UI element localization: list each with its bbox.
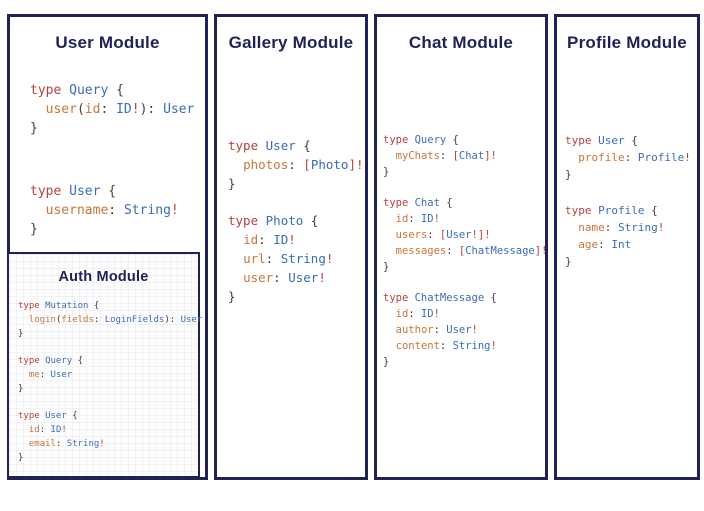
code-line: } bbox=[18, 453, 24, 463]
profile-module-title: Profile Module bbox=[567, 33, 687, 52]
code-line: age: Int bbox=[578, 238, 632, 251]
code-line: login(fields: LoginFields): User bbox=[28, 315, 203, 325]
code-line: content: String! bbox=[395, 340, 497, 352]
code-line: type Query { bbox=[383, 134, 459, 146]
code-line: id: ID! bbox=[395, 308, 440, 320]
code-line: id: ID! bbox=[243, 232, 296, 247]
code-line: } bbox=[565, 168, 572, 181]
auth-module-code: type Mutation { login(fields: LoginField… bbox=[18, 299, 202, 465]
auth-module-panel: Auth Module type Mutation { login(fields… bbox=[7, 252, 202, 478]
code-line: } bbox=[228, 176, 236, 191]
code-line: url: String! bbox=[243, 251, 334, 266]
auth-module-title: Auth Module bbox=[58, 269, 149, 285]
code-line: } bbox=[228, 289, 236, 304]
code-line: } bbox=[30, 121, 38, 136]
code-line: } bbox=[383, 166, 390, 178]
gallery-module-title: Gallery Module bbox=[228, 33, 354, 52]
gallery-module-code: type User { photos: [Photo]!}type Photo … bbox=[228, 136, 364, 306]
code-line: id: ID! bbox=[28, 425, 67, 435]
code-line: } bbox=[383, 261, 390, 273]
code-line: type Photo { bbox=[228, 213, 319, 228]
code-line: type User { bbox=[565, 134, 638, 147]
code-line: username: String! bbox=[45, 203, 179, 218]
code-block: type Photo { id: ID! url: String! user: … bbox=[228, 211, 364, 306]
code-line: users: [User!]! bbox=[395, 229, 491, 241]
chat-module-panel: Chat Module type Query { myChats: [Chat]… bbox=[374, 14, 548, 480]
profile-module-panel: Profile Module type User { profile: Prof… bbox=[554, 14, 700, 480]
code-block: type ChatMessage { id: ID! author: User!… bbox=[383, 290, 547, 370]
code-block: type Chat { id: ID! users: [User!]! mess… bbox=[383, 195, 547, 275]
code-line: } bbox=[18, 384, 24, 394]
code-block: type User { id: ID! email: String!} bbox=[18, 409, 202, 465]
code-block: type User { photos: [Photo]!} bbox=[228, 136, 364, 193]
code-line: photos: [Photo]! bbox=[243, 157, 364, 172]
code-line: } bbox=[30, 222, 38, 237]
code-line: me: User bbox=[28, 370, 73, 380]
code-block: type Mutation { login(fields: LoginField… bbox=[18, 299, 202, 341]
gallery-module-panel: Gallery Module type User { photos: [Phot… bbox=[214, 14, 368, 480]
code-block: type Query { myChats: [Chat]!} bbox=[383, 132, 547, 180]
user-module-title: User Module bbox=[55, 33, 160, 52]
code-line: } bbox=[383, 356, 390, 368]
code-line: profile: Profile! bbox=[578, 151, 691, 164]
code-line: type User { bbox=[228, 138, 311, 153]
code-block: type Query { user(id: ID!): User} bbox=[30, 81, 194, 138]
code-line: type Chat { bbox=[383, 197, 453, 209]
code-line: myChats: [Chat]! bbox=[395, 150, 497, 162]
code-line: user(id: ID!): User bbox=[45, 102, 195, 117]
code-line: author: User! bbox=[395, 324, 478, 336]
code-line: } bbox=[565, 255, 572, 268]
code-block: type Profile { name: String! age: Int} bbox=[565, 202, 691, 270]
chat-module-code: type Query { myChats: [Chat]!}type Chat … bbox=[383, 132, 547, 370]
code-line: email: String! bbox=[28, 439, 105, 449]
user-module-code: type Query { user(id: ID!): User}type Us… bbox=[30, 81, 194, 239]
code-line: type Query { bbox=[18, 356, 84, 366]
code-line: user: User! bbox=[243, 270, 326, 285]
chat-module-title: Chat Module bbox=[408, 33, 514, 52]
code-block: type Query { me: User} bbox=[18, 354, 202, 396]
code-line: type Profile { bbox=[565, 204, 658, 217]
code-line: name: String! bbox=[578, 221, 665, 234]
profile-module-code: type User { profile: Profile!}type Profi… bbox=[565, 132, 691, 270]
code-line: type Query { bbox=[30, 83, 124, 98]
code-line: } bbox=[18, 329, 24, 339]
code-line: type ChatMessage { bbox=[383, 292, 497, 304]
code-block: type User { profile: Profile!} bbox=[565, 132, 691, 183]
code-block: type User { username: String!} bbox=[30, 182, 194, 239]
code-line: messages: [ChatMessage]! bbox=[395, 245, 548, 257]
code-line: type User { bbox=[30, 184, 117, 199]
code-line: type User { bbox=[18, 411, 78, 421]
code-line: type Mutation { bbox=[18, 301, 100, 311]
code-line: id: ID! bbox=[395, 213, 440, 225]
